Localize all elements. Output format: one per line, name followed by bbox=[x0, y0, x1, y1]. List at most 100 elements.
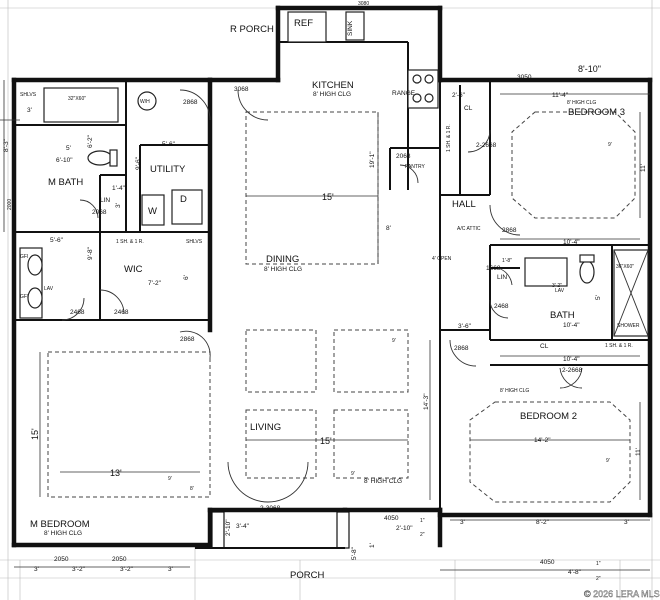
room-shower: SHOWER bbox=[617, 323, 640, 329]
door-swings bbox=[61, 89, 583, 503]
room-m-bath: M BATH bbox=[48, 177, 83, 188]
room-sh-r-wic: 1 SH. & 1 R. bbox=[116, 239, 144, 245]
dim-11-b: 11' bbox=[635, 448, 642, 456]
room-shlvs-top: SHLVS bbox=[20, 92, 37, 98]
dim-3-6: 3'-6" bbox=[458, 323, 472, 330]
dim-3-2: 3'-2" bbox=[552, 283, 562, 289]
dim-8: 8' bbox=[386, 225, 391, 232]
dim-15-c: 15' bbox=[30, 428, 40, 440]
window-4050-a: 4050 bbox=[384, 515, 399, 522]
dim-9-8: 9'-8" bbox=[87, 246, 94, 260]
door-2-3068: 2-3068 bbox=[260, 505, 281, 512]
dim-3-b: 3' bbox=[115, 203, 122, 208]
window-2050-b: 2050 bbox=[112, 556, 127, 563]
door-2-2668-a: 2-2668 bbox=[476, 142, 497, 149]
dim-10-4-c: 10'-4" bbox=[563, 356, 580, 363]
dim-9-c: 9' bbox=[168, 476, 172, 482]
dim-14-2: 14'-2" bbox=[534, 437, 551, 444]
room-mbr-clg: 8' HIGH CLG bbox=[44, 530, 82, 537]
room-kitchen: KITCHEN bbox=[312, 80, 354, 91]
door-2468-b: 2468 bbox=[70, 309, 85, 316]
dim-2-6: 2'-6" bbox=[452, 92, 466, 99]
watermark: © 2026 LERA MLS bbox=[584, 589, 660, 599]
dim-frac-4: 2" bbox=[596, 576, 601, 582]
dim-9-6: 9'-6" bbox=[135, 156, 142, 170]
dim-5-b: 5' bbox=[595, 295, 602, 300]
window-2050-a: 2050 bbox=[54, 556, 69, 563]
dim-1-4: 1'-4" bbox=[112, 185, 126, 192]
door-2468-c: 2468 bbox=[114, 309, 129, 316]
room-bedroom3: BEDROOM 3 bbox=[568, 107, 625, 118]
sink bbox=[345, 11, 365, 41]
dim-9-b: 9' bbox=[392, 338, 396, 344]
room-r-porch: R PORCH bbox=[230, 24, 274, 35]
dim-3-2-b: 3'-2" bbox=[72, 566, 86, 573]
lav-2 bbox=[27, 287, 43, 309]
room-lin-2: LIN bbox=[497, 274, 507, 281]
room-wic: WIC bbox=[124, 264, 143, 275]
dim-1: 1' bbox=[369, 543, 376, 548]
dryer bbox=[171, 189, 203, 225]
lav-1 bbox=[27, 254, 43, 276]
door-1668: 1668 bbox=[486, 265, 501, 272]
dim-8-b: 8' bbox=[190, 486, 194, 492]
room-dining: DINING bbox=[266, 254, 299, 265]
room-living-clg: 8' HIGH CLG bbox=[364, 478, 402, 485]
dim-9-d: 9' bbox=[351, 471, 355, 477]
dim-10-4-b: 10'-4" bbox=[563, 322, 580, 329]
window-4050-b: 4050 bbox=[540, 559, 555, 566]
dim-3-c: 3' bbox=[460, 519, 465, 526]
dim-5-8: 5'-8" bbox=[351, 546, 358, 560]
tub bbox=[43, 87, 119, 123]
range bbox=[407, 69, 439, 109]
toilet-master bbox=[87, 150, 113, 166]
dim-7-2: 7'-2" bbox=[148, 280, 162, 287]
dim-8-3: 8'-3" bbox=[3, 138, 10, 152]
room-gfi-2: GFI bbox=[20, 294, 28, 300]
dim-frac-1: 1" bbox=[420, 518, 425, 524]
dim-8-10: 8'-10" bbox=[578, 64, 601, 74]
room-range: RANGE bbox=[392, 90, 416, 97]
room-shlvs-wic: SHLVS bbox=[186, 239, 203, 245]
dim-19-1: 19'-1" bbox=[369, 151, 376, 168]
dim-5: 5' bbox=[66, 145, 71, 152]
room-wh: W/H bbox=[140, 99, 150, 105]
room-sh-r-br3: 1 SH. & 1 R. bbox=[446, 124, 452, 152]
room-br2-clg: 8' HIGH CLG bbox=[500, 388, 529, 394]
walls bbox=[11, 5, 653, 549]
ceiling-outlines bbox=[47, 111, 636, 503]
room-br3-clg: 8' HIGH CLG bbox=[567, 100, 596, 106]
dim-3-e: 3' bbox=[34, 566, 39, 573]
dim-8-2: 8'-2" bbox=[536, 519, 550, 526]
dim-3-2-c: 3'-2" bbox=[120, 566, 134, 573]
washer bbox=[141, 194, 165, 226]
dimension-labels: 8'-10" 11'-4" 2'-6" 3' 5' 6'-10" 5'-6" 9… bbox=[3, 64, 647, 582]
room-dining-clg: 8' HIGH CLG bbox=[264, 266, 302, 273]
room-gfi-1: GFI bbox=[20, 254, 28, 260]
dim-5-6: 5'-6" bbox=[162, 141, 176, 148]
room-cl-1: CL bbox=[464, 105, 473, 112]
toilet-bath bbox=[579, 260, 595, 284]
door-2868-c: 2868 bbox=[180, 336, 195, 343]
door-2-2668-b: 2-2668 bbox=[562, 367, 583, 374]
dim-9-e: 9' bbox=[606, 458, 610, 464]
dim-3-d: 3' bbox=[624, 519, 629, 526]
dim-frac-2: 2" bbox=[420, 532, 425, 538]
window-3080: 3080 bbox=[358, 1, 369, 7]
door-2868-b: 2868 bbox=[502, 227, 517, 234]
door-2068-a: 2068 bbox=[92, 209, 107, 216]
dim-3-a: 3' bbox=[27, 107, 32, 114]
room-4-open: 4' OPEN bbox=[432, 256, 452, 262]
door-2468-a: 2468 bbox=[494, 303, 509, 310]
dim-5-6-b: 5'-6" bbox=[50, 237, 64, 244]
dim-6-10: 6'-10" bbox=[56, 157, 73, 164]
dim-11-4: 11'-4" bbox=[552, 92, 569, 99]
dim-1-8: 1'-8" bbox=[502, 258, 512, 264]
dim-frac-3: 1" bbox=[596, 561, 601, 567]
dim-3-4: 3'-4" bbox=[236, 523, 250, 530]
room-bedroom2: BEDROOM 2 bbox=[520, 411, 577, 422]
window-3050: 3050 bbox=[517, 74, 532, 81]
room-hall: HALL bbox=[452, 199, 476, 210]
dim-13: 13' bbox=[110, 468, 122, 478]
